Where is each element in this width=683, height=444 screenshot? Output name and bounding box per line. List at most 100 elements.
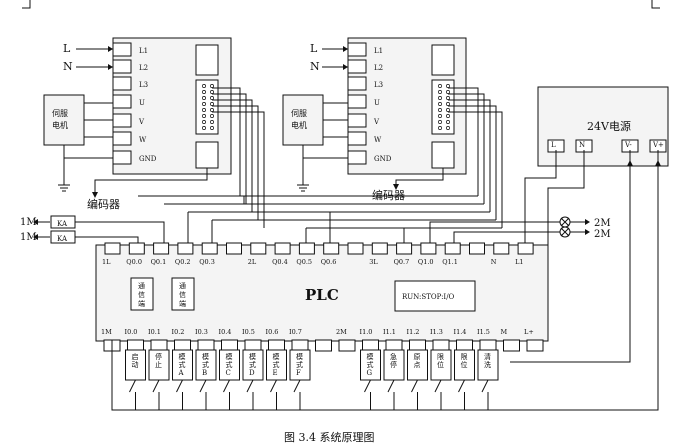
drive-1-encoder-port (195, 141, 219, 169)
plc-input-terminal (221, 339, 238, 352)
comm-port-1 (130, 277, 154, 311)
ground-2 (297, 158, 309, 192)
plc-input-label: I0.6 (266, 328, 279, 336)
plc-input-label: I1.1 (383, 328, 396, 336)
connector-pin (446, 120, 450, 124)
drive-2-terminal-label: U (374, 99, 380, 107)
comm-port-2 (171, 277, 195, 311)
plc-input-label: I1.2 (407, 328, 420, 336)
plc-output-terminal (420, 242, 437, 255)
plc-input-label: 1M (101, 328, 112, 336)
plc-output-label: N (491, 258, 497, 266)
connector-pin (210, 96, 214, 100)
connector-pin (210, 126, 214, 130)
plc-input-terminal (244, 339, 262, 352)
drive-1-terminal-l2 (112, 59, 132, 74)
drive-1-terminal-w (112, 131, 132, 146)
drive-2-terminal-label: L3 (374, 81, 383, 89)
drive-1-input-n: N (63, 60, 73, 73)
plc-output-label: L1 (515, 258, 523, 266)
drive-2-terminal-label: V (373, 118, 380, 126)
input-switch-label: 停止 (155, 352, 162, 369)
drive-1-display (195, 44, 219, 76)
connector-pin (446, 102, 450, 106)
plc-output-terminal (201, 242, 218, 255)
plc-output-terminal (517, 242, 534, 255)
drive-2-display (431, 44, 455, 76)
encoder-2-label: 编码器 (372, 188, 405, 202)
comm-port-2-label: 通信端 (179, 281, 186, 308)
drive-2-encoder-port (431, 141, 455, 169)
plc-output-terminal (250, 242, 267, 255)
motor-1-label-b: 电机 (52, 120, 68, 130)
input-switch-label: 限位 (461, 352, 468, 369)
psu-terminal-label: L (551, 141, 556, 149)
connector-pin (202, 120, 206, 124)
plc-output-label: Q0.4 (272, 258, 288, 266)
plc-output-terminal (274, 242, 291, 255)
plc-output-terminal (371, 242, 388, 255)
psu-terminal-label: N (579, 141, 585, 149)
drive-1-terminal-label: V (138, 118, 145, 126)
drive-2-terminal-label: W (374, 136, 382, 144)
plc-output-label: Q1.1 (442, 258, 458, 266)
drive-2-terminal-label: L1 (374, 47, 383, 55)
connector-pin (438, 102, 442, 106)
plc-input-terminal (174, 339, 191, 352)
plc-output-terminal (396, 242, 413, 255)
input-switch-label: 启动 (132, 352, 139, 369)
plc-output-terminal (469, 242, 485, 255)
page-corner-marks (22, 0, 660, 9)
plc-output-label: 3L (369, 258, 378, 266)
drive-2-terminal-l3 (347, 76, 367, 91)
plc-output-label: Q0.7 (394, 258, 410, 266)
plc-output-terminal (226, 242, 242, 255)
plc-output-terminal (298, 242, 315, 255)
psu-terminal-label: V- (624, 141, 632, 149)
drive-1-terminal-u (112, 94, 132, 109)
connector-pin (446, 84, 450, 88)
plc-output-terminal (128, 242, 145, 255)
drive-2-input-l: L (310, 42, 318, 55)
motor-2-label-b: 电机 (291, 120, 307, 130)
ground-1 (58, 158, 70, 192)
drive-2-terminal-u (347, 94, 367, 109)
drive-1-terminal-label: L1 (139, 47, 148, 55)
plc-input-terminal (526, 339, 544, 352)
figure-caption: 图 3.4 系统原理图 (284, 431, 375, 444)
connector-pin (210, 114, 214, 118)
drive-1-terminal-label: U (139, 99, 145, 107)
motor-2-label-a: 伺服 (291, 108, 307, 118)
plc-input-label: I0.5 (242, 328, 255, 336)
plc-input-terminal (268, 339, 285, 352)
connector-pin (438, 90, 442, 94)
drive-2-terminal-l2 (347, 59, 367, 74)
connector-pin (446, 96, 450, 100)
plc-output-label: Q0.0 (126, 258, 142, 266)
plc-input-label: 2M (336, 328, 347, 336)
drive-2-terminal-l1 (347, 42, 367, 57)
plc-input-terminal (385, 339, 403, 352)
servo-motor-1: 伺服 电机 (43, 94, 85, 146)
drive-1-terminal-gnd (112, 150, 132, 165)
drive-1-input-l: L (63, 42, 71, 55)
plc-input-terminal (315, 339, 332, 352)
plc-output-label: Q0.3 (199, 258, 215, 266)
connector-pin (446, 126, 450, 130)
plc-output-terminal (493, 242, 510, 255)
connector-pin (210, 120, 214, 124)
plc-input-terminal (503, 339, 520, 352)
plc-input-terminal (150, 339, 168, 352)
connector-pin (210, 90, 214, 94)
connector-pin (438, 126, 442, 130)
drive-1-terminal-label: L2 (139, 64, 148, 72)
